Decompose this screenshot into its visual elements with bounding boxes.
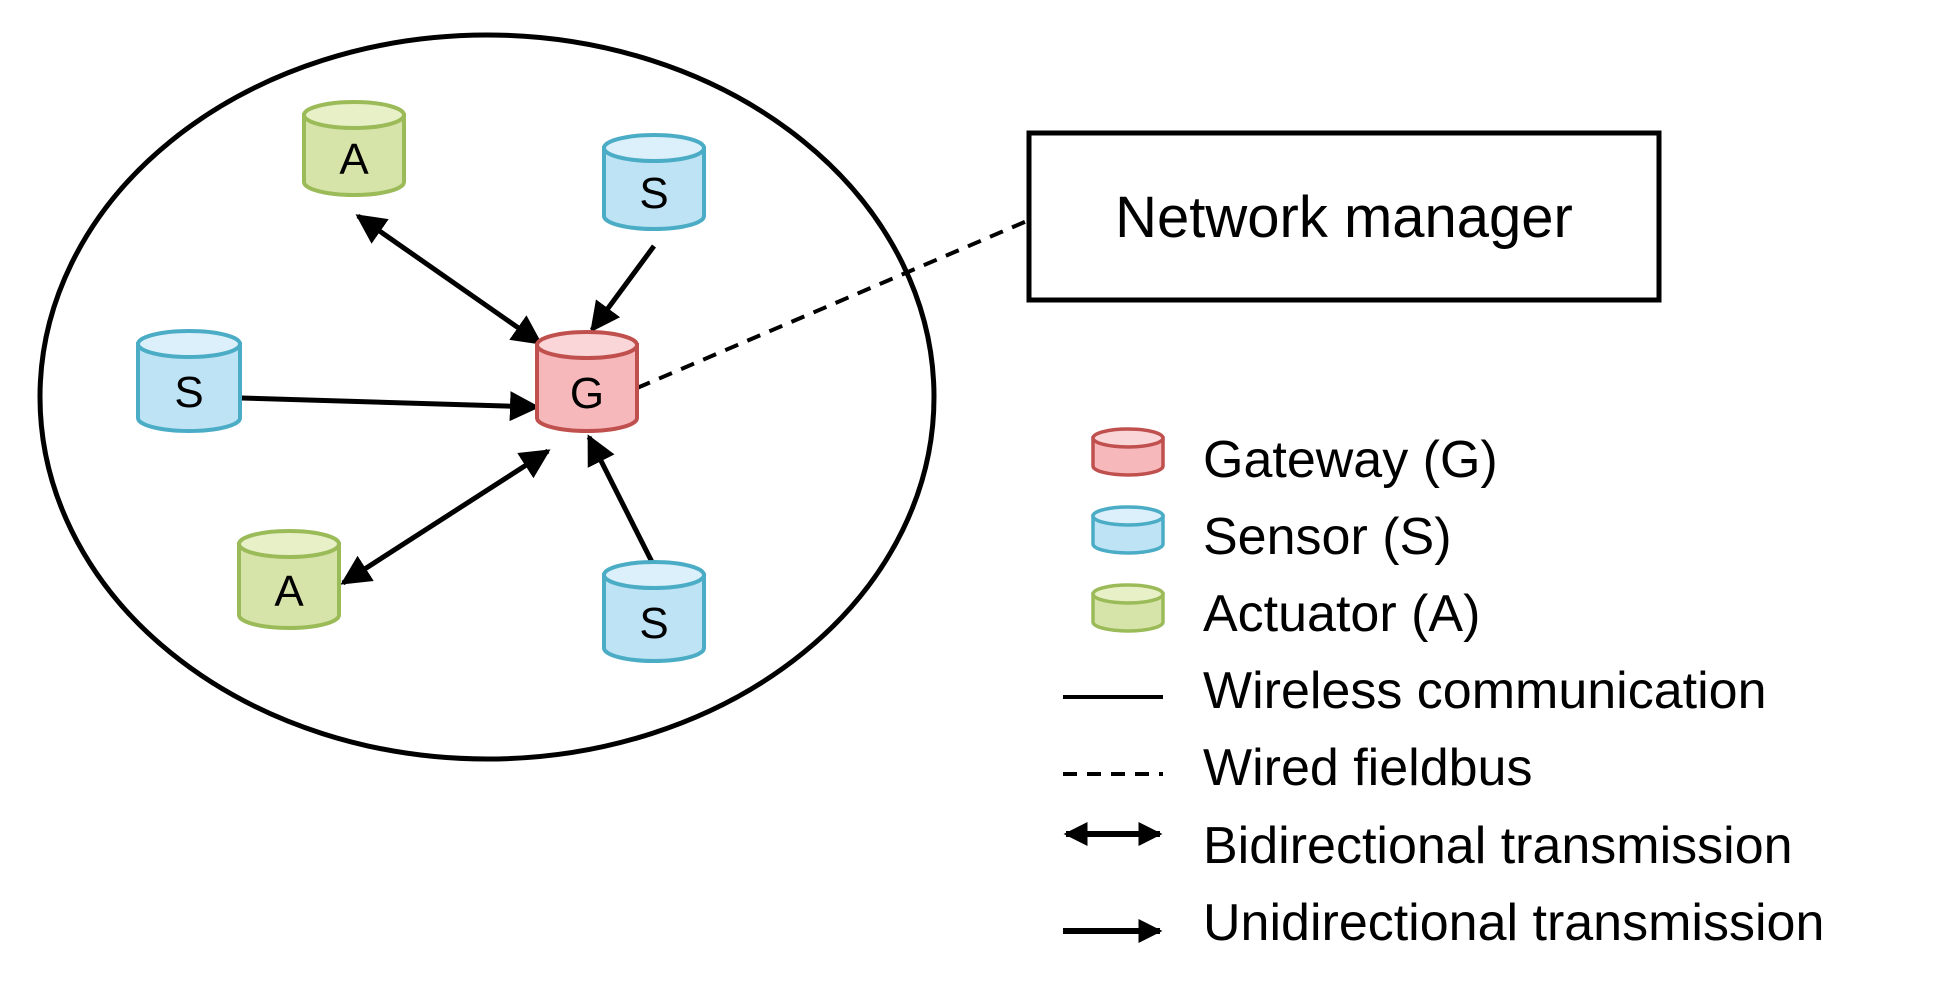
legend-sensor-label: Sensor (S) — [1203, 508, 1452, 566]
network-manager-label: Network manager — [1115, 185, 1573, 250]
legend-wireless-label: Wireless communication — [1203, 662, 1767, 720]
legend-unidirectional-label: Unidirectional transmission — [1203, 894, 1824, 952]
legend-bidirectional-label: Bidirectional transmission — [1203, 817, 1793, 875]
network-boundary — [37, 32, 937, 762]
actuator-node-bottom: A — [237, 529, 341, 630]
legend-bidirectional: Bidirectional transmission — [1063, 817, 1793, 875]
legend-unidirectional: Unidirectional transmission — [1063, 894, 1824, 952]
legend-sensor: Sensor (S) — [1091, 505, 1452, 566]
link-actuator-top-gateway — [355, 213, 543, 346]
sensor-left-letter: S — [174, 368, 203, 417]
legend-gateway: Gateway (G) — [1091, 427, 1498, 489]
legend-actuator: Actuator (A) — [1091, 583, 1480, 643]
legend-gateway-label: Gateway (G) — [1203, 431, 1498, 489]
sensor-node-left: S — [136, 329, 242, 433]
gateway-node: G — [535, 330, 639, 433]
link-actuator-bottom-gateway — [340, 448, 551, 586]
legend-wired-label: Wired fieldbus — [1203, 739, 1532, 797]
legend: Gateway (G) Sensor (S) Actuator (A) Wire… — [1063, 427, 1824, 952]
network-manager: Network manager — [1026, 130, 1662, 303]
actuator-top-letter: A — [339, 135, 369, 184]
sensor-node-bottom: S — [602, 560, 706, 663]
link-sensor-left-gateway — [240, 391, 540, 422]
sensor-bottom-letter: S — [639, 599, 668, 648]
link-sensor-bottom-gateway — [586, 434, 656, 566]
legend-wired: Wired fieldbus — [1063, 739, 1532, 797]
sensor-top-letter: S — [639, 169, 668, 218]
legend-actuator-label: Actuator (A) — [1203, 585, 1480, 643]
actuator-node-top: A — [302, 100, 406, 197]
wired-fieldbus-link — [636, 219, 1028, 390]
actuator-bottom-letter: A — [274, 567, 304, 616]
sensor-node-top: S — [602, 133, 706, 231]
gateway-letter: G — [570, 369, 604, 418]
link-sensor-top-gateway — [589, 244, 657, 333]
legend-wireless: Wireless communication — [1063, 662, 1767, 720]
